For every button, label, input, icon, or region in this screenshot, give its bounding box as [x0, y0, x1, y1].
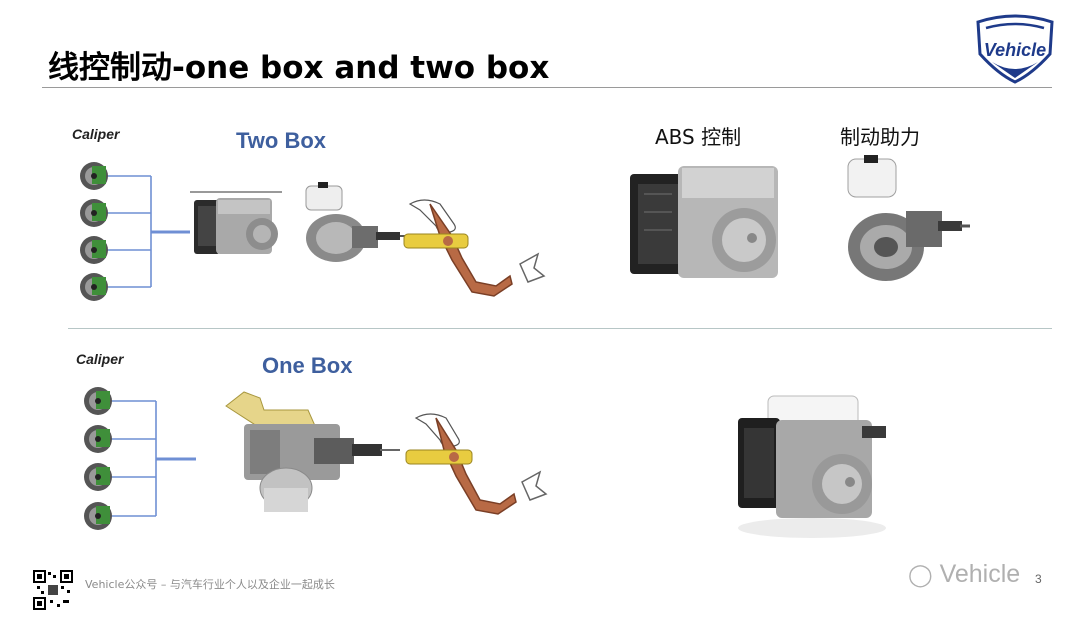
brake-disc-icon: [80, 273, 108, 301]
brake-disc-icon: [84, 502, 112, 530]
one-box-pedal-image: [405, 413, 548, 515]
brake-disc-icon: [80, 236, 108, 264]
one-box-brake-diagram: [84, 387, 196, 530]
two-box-label: Two Box: [236, 128, 327, 153]
two-box-booster-image: [305, 182, 408, 262]
one-box-brake-lines: [102, 400, 196, 517]
section-divider: [68, 328, 1052, 329]
abs-control-unit-image: [630, 166, 778, 278]
wechat-watermark-text: Vehicle: [939, 560, 1021, 588]
slide-title: 线控制动-one box and two box: [48, 50, 550, 86]
two-box-caliper-label: Caliper: [72, 126, 120, 142]
logo-text: Vehicle: [984, 40, 1046, 60]
brake-disc-icon: [80, 162, 108, 190]
two-box-abs-module-image: [190, 191, 282, 254]
brake-disc-icon: [80, 199, 108, 227]
qr-code-icon: [33, 570, 73, 610]
two-box-pedal-image: [403, 199, 546, 297]
page-number: 3: [1035, 572, 1042, 586]
wechat-watermark: ◯ Vehicle: [908, 560, 1020, 589]
two-box-brake-lines: [98, 175, 190, 288]
brake-disc-icon: [84, 425, 112, 453]
wechat-icon: ◯: [908, 562, 933, 587]
brake-disc-icon: [84, 463, 112, 491]
brake-booster-label: 制动助力: [840, 125, 920, 149]
vehicle-logo: Vehicle: [976, 14, 1054, 84]
brake-disc-icon: [84, 387, 112, 415]
two-box-brake-diagram: [80, 162, 190, 301]
one-box-product-image: [738, 395, 886, 538]
one-box-caliper-label: Caliper: [76, 351, 124, 367]
title-divider: [42, 87, 1052, 88]
one-box-integrated-unit-image: [225, 391, 400, 512]
brake-booster-image: [847, 155, 970, 281]
one-box-brake-discs: [84, 387, 112, 530]
footer-text: Vehicle公众号 – 与汽车行业个人以及企业一起成长: [85, 578, 335, 591]
abs-control-label: ABS 控制: [655, 125, 742, 149]
one-box-label: One Box: [262, 353, 353, 378]
two-box-brake-discs: [80, 162, 108, 301]
